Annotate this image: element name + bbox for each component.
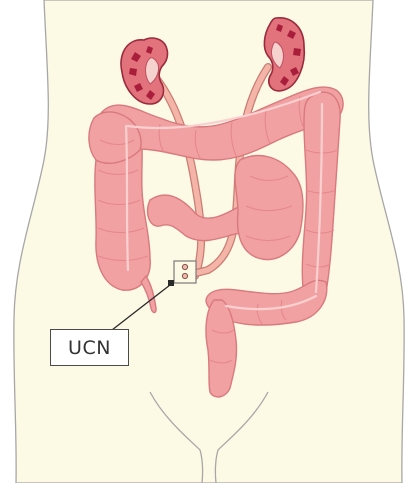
ucn-label: UCN [50, 329, 129, 366]
torso-outline [14, 0, 404, 483]
leader-point [168, 280, 174, 286]
stoma-marker-icon [174, 261, 196, 283]
